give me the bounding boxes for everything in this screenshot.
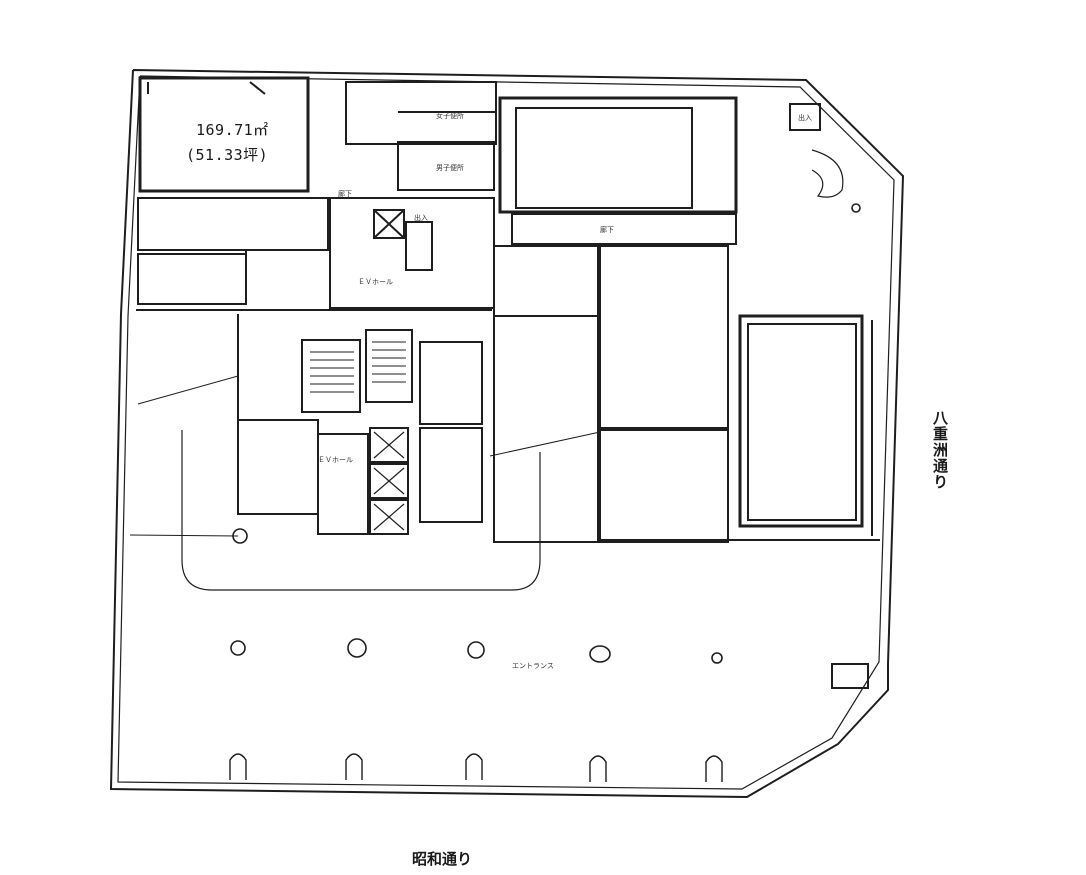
- bottom-arches: [230, 754, 722, 782]
- label-ev-hall-top: ＥＶホール: [358, 278, 393, 286]
- office-room-right: [740, 316, 862, 526]
- elevator-crosses: [374, 432, 404, 530]
- leased-unit: [140, 78, 308, 191]
- office-room: [600, 430, 728, 542]
- guide-line: [130, 535, 238, 536]
- label-lobby: エントランス: [512, 662, 554, 670]
- office-room: [138, 198, 328, 250]
- label-entrance-top: 出入: [414, 213, 428, 222]
- columns: [230, 203, 861, 664]
- label-corridor-left: 廊下: [338, 189, 352, 198]
- ev-hall-mid: [318, 434, 368, 534]
- spiral-stair: [812, 150, 843, 197]
- entrance-box: [790, 104, 820, 130]
- shaft-room: [420, 342, 482, 424]
- shaft-room: [420, 428, 482, 522]
- stair-top: [406, 222, 432, 270]
- lobby-curve: [182, 430, 540, 590]
- office-room-top-right: [500, 98, 736, 212]
- diagonal-line: [138, 376, 238, 404]
- corridor-top: [512, 214, 736, 244]
- building-outline-inner: [118, 76, 894, 789]
- street-label-bottom: 昭和通り: [412, 850, 473, 868]
- ev-hall-top: [330, 198, 494, 308]
- diagonal-line: [490, 432, 600, 456]
- unit-column: [250, 82, 265, 94]
- elevator-shaft: [370, 428, 408, 462]
- label-toilet-men: 男子便所: [436, 163, 464, 172]
- street-label-right: 八重洲通り: [931, 410, 949, 490]
- elevator-shaft: [370, 500, 408, 534]
- building-outline-outer: [111, 70, 903, 797]
- office-room: [494, 316, 598, 542]
- label-ev-hall-mid: ＥＶホール: [318, 456, 353, 464]
- office-room: [600, 246, 728, 428]
- toilet-block: [398, 142, 494, 190]
- office-room: [138, 254, 246, 304]
- office-room: [494, 246, 598, 316]
- elevator-shaft: [370, 464, 408, 498]
- office-room-inner: [516, 108, 692, 208]
- elevator-cross: [374, 210, 404, 238]
- label-toilet-women: 女子便所: [436, 111, 464, 120]
- entrance-box: [832, 664, 868, 688]
- small-room: [238, 420, 318, 514]
- office-room-right-inner: [748, 324, 856, 520]
- elevator-shaft: [374, 210, 404, 238]
- stair-treads: [310, 342, 406, 392]
- stair-left: [302, 340, 360, 412]
- unit-area-label: 169.71㎡: [196, 121, 269, 139]
- label-entrance-right: 出入: [798, 113, 812, 122]
- unit-tsubo-label: (51.33坪): [186, 146, 269, 164]
- stair-right: [366, 330, 412, 402]
- label-corridor-top: 廊下: [600, 225, 614, 234]
